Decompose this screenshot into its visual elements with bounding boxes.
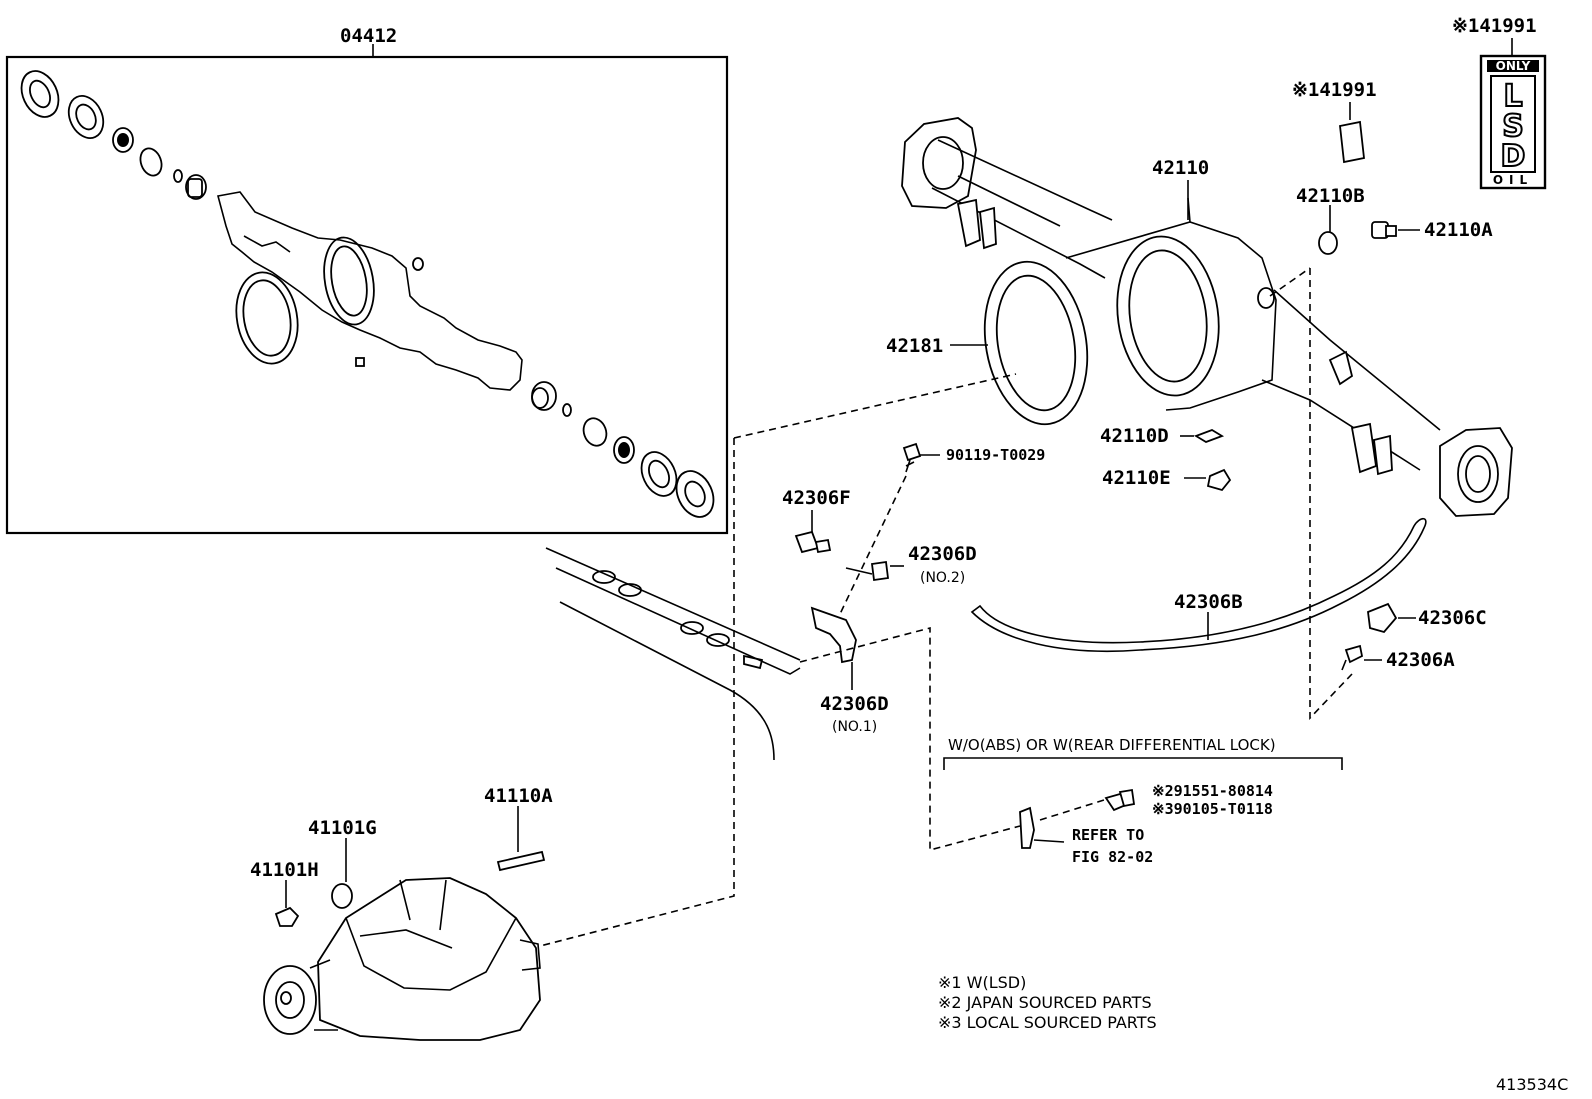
differential-carrier: 41110A 41101G 41101H: [250, 785, 553, 1041]
kit-left-parts: [20, 70, 207, 200]
callout-42110D[interactable]: 42110D: [1100, 425, 1169, 447]
kit-right-parts: [531, 381, 715, 518]
kit-frame: [5, 55, 729, 535]
callout-41101H[interactable]: 41101H: [250, 859, 319, 881]
kit-flange: [323, 236, 375, 326]
svg-text:OIL: OIL: [1493, 173, 1533, 187]
callout-42110[interactable]: 42110: [1152, 157, 1209, 179]
callout-42306D-no1[interactable]: 42306D: [820, 693, 889, 715]
callout-41101G[interactable]: 41101G: [308, 817, 377, 839]
note-2: ※2 JAPAN SOURCED PARTS: [938, 993, 1152, 1012]
callout-42306B[interactable]: 42306B: [1174, 591, 1243, 613]
frame-rail: [545, 547, 801, 761]
svg-text:L: L: [1503, 79, 1522, 114]
note-1: ※1 W(LSD): [938, 973, 1026, 992]
callout-42110A[interactable]: 42110A: [1424, 219, 1493, 241]
callout-41991-big[interactable]: ※141991: [1452, 15, 1537, 37]
svg-text:ONLY: ONLY: [1496, 59, 1531, 73]
breather-hose: [970, 517, 1427, 653]
kit-box: 04412: [5, 25, 729, 535]
condition-section: W/O(ABS) OR W(REAR DIFFERENTIAL LOCK) ※2…: [943, 736, 1343, 866]
lsd-labels: ※141991 ※141991 ONLY L S D OIL: [1292, 15, 1547, 190]
callout-42110E[interactable]: 42110E: [1102, 467, 1171, 489]
callout-42110B[interactable]: 42110B: [1296, 185, 1365, 207]
callout-42181[interactable]: 42181: [886, 335, 943, 357]
kit-gasket: [235, 271, 299, 365]
refer-to-line2[interactable]: FIG 82-02: [1072, 848, 1153, 866]
dashed-leaders: [539, 267, 1353, 947]
svg-text:D: D: [1501, 139, 1526, 174]
callout-91551[interactable]: ※291551-80814: [1152, 782, 1273, 800]
callout-90119[interactable]: 90119-T0029: [946, 446, 1045, 464]
callout-41991-small[interactable]: ※141991: [1292, 79, 1377, 101]
callout-90105[interactable]: ※390105-T0118: [1152, 800, 1273, 818]
callout-42306C[interactable]: 42306C: [1418, 607, 1487, 629]
housing-opening: [1116, 235, 1220, 397]
condition-label: W/O(ABS) OR W(REAR DIFFERENTIAL LOCK): [948, 736, 1276, 754]
note-3: ※3 LOCAL SOURCED PARTS: [938, 1013, 1157, 1032]
kit-housing-outline: [217, 191, 523, 391]
notes: ※1 W(LSD) ※2 JAPAN SOURCED PARTS ※3 LOCA…: [938, 973, 1157, 1032]
callout-04412[interactable]: 04412: [340, 25, 397, 47]
svg-text:(NO.1): (NO.1): [832, 719, 877, 735]
breather-assembly: 90119-T0029 42306F 42306D (NO.2) 42306D …: [782, 442, 1487, 735]
refer-to-line1[interactable]: REFER TO: [1072, 826, 1144, 844]
callout-42306F[interactable]: 42306F: [782, 487, 851, 509]
gasket: 42181: [886, 260, 1089, 426]
callout-42306D-no2[interactable]: 42306D: [908, 543, 977, 565]
callout-41110A[interactable]: 41110A: [484, 785, 553, 807]
callout-42306A[interactable]: 42306A: [1386, 649, 1455, 671]
svg-text:(NO.2): (NO.2): [920, 570, 965, 586]
housing-small-parts: 42110B 42110A 42110D 42110E: [1100, 185, 1493, 492]
figure-code: 413534C: [1496, 1075, 1568, 1094]
svg-text:S: S: [1502, 109, 1524, 144]
axle-housing: 42110: [901, 117, 1513, 517]
